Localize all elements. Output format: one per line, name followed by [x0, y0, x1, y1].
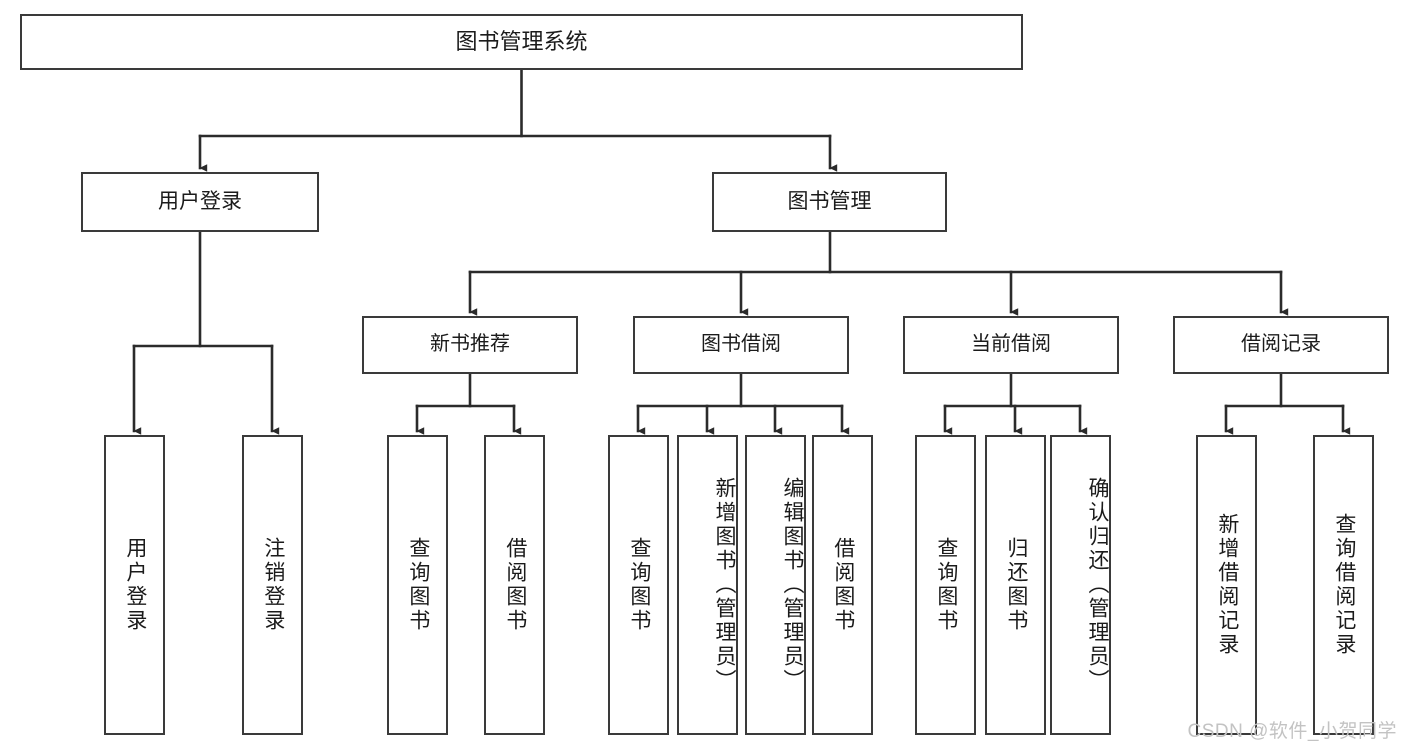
node-leaf-query-record-label: 查询借阅记录 [1332, 513, 1356, 657]
node-leaf-borrow-book-2[interactable]: 借阅图书 [812, 435, 873, 735]
node-leaf-user-login-label: 用户登录 [123, 537, 147, 633]
node-book-borrow[interactable]: 图书借阅 [633, 316, 849, 374]
node-borrow-record[interactable]: 借阅记录 [1173, 316, 1389, 374]
node-leaf-add-record-label: 新增借阅记录 [1215, 513, 1239, 657]
node-current-borrow[interactable]: 当前借阅 [903, 316, 1119, 374]
node-leaf-confirm-return-label: 确认归还（管理员） [1086, 477, 1109, 693]
node-leaf-query-book-3[interactable]: 查询图书 [915, 435, 976, 735]
node-user-login[interactable]: 用户登录 [81, 172, 319, 232]
node-user-login-label: 用户登录 [158, 189, 242, 213]
node-root-label: 图书管理系统 [455, 29, 588, 55]
node-book-borrow-label: 图书借阅 [701, 333, 781, 356]
node-current-borrow-label: 当前借阅 [971, 333, 1051, 356]
node-leaf-query-book-1-label: 查询图书 [406, 537, 430, 633]
node-leaf-logout-label: 注销登录 [261, 537, 285, 633]
csdn-watermark: CSDN @软件_小贺同学 [1187, 721, 1397, 742]
node-leaf-borrow-book-1[interactable]: 借阅图书 [484, 435, 545, 735]
node-root[interactable]: 图书管理系统 [20, 14, 1023, 70]
node-book-manage-label: 图书管理 [787, 189, 872, 213]
node-leaf-confirm-return[interactable]: 确认归还（管理员） [1050, 435, 1111, 735]
node-borrow-record-label: 借阅记录 [1241, 333, 1321, 356]
node-new-book-recommend-label: 新书推荐 [430, 333, 510, 356]
node-leaf-user-login[interactable]: 用户登录 [104, 435, 165, 735]
node-book-manage[interactable]: 图书管理 [712, 172, 947, 232]
node-leaf-query-book-2[interactable]: 查询图书 [608, 435, 669, 735]
node-leaf-edit-book-label: 编辑图书（管理员） [781, 477, 804, 693]
node-new-book-recommend[interactable]: 新书推荐 [362, 316, 578, 374]
node-leaf-add-book[interactable]: 新增图书（管理员） [677, 435, 738, 735]
node-leaf-query-book-2-label: 查询图书 [627, 537, 651, 633]
node-leaf-query-book-3-label: 查询图书 [934, 537, 958, 633]
node-leaf-query-book-1[interactable]: 查询图书 [387, 435, 448, 735]
node-leaf-query-record[interactable]: 查询借阅记录 [1313, 435, 1374, 735]
node-leaf-logout[interactable]: 注销登录 [242, 435, 303, 735]
node-leaf-return-book[interactable]: 归还图书 [985, 435, 1046, 735]
node-leaf-borrow-book-2-label: 借阅图书 [831, 537, 855, 633]
node-leaf-return-book-label: 归还图书 [1004, 537, 1028, 633]
node-leaf-add-book-label: 新增图书（管理员） [713, 477, 736, 693]
node-leaf-borrow-book-1-label: 借阅图书 [503, 537, 527, 633]
node-leaf-add-record[interactable]: 新增借阅记录 [1196, 435, 1257, 735]
node-leaf-edit-book[interactable]: 编辑图书（管理员） [745, 435, 806, 735]
